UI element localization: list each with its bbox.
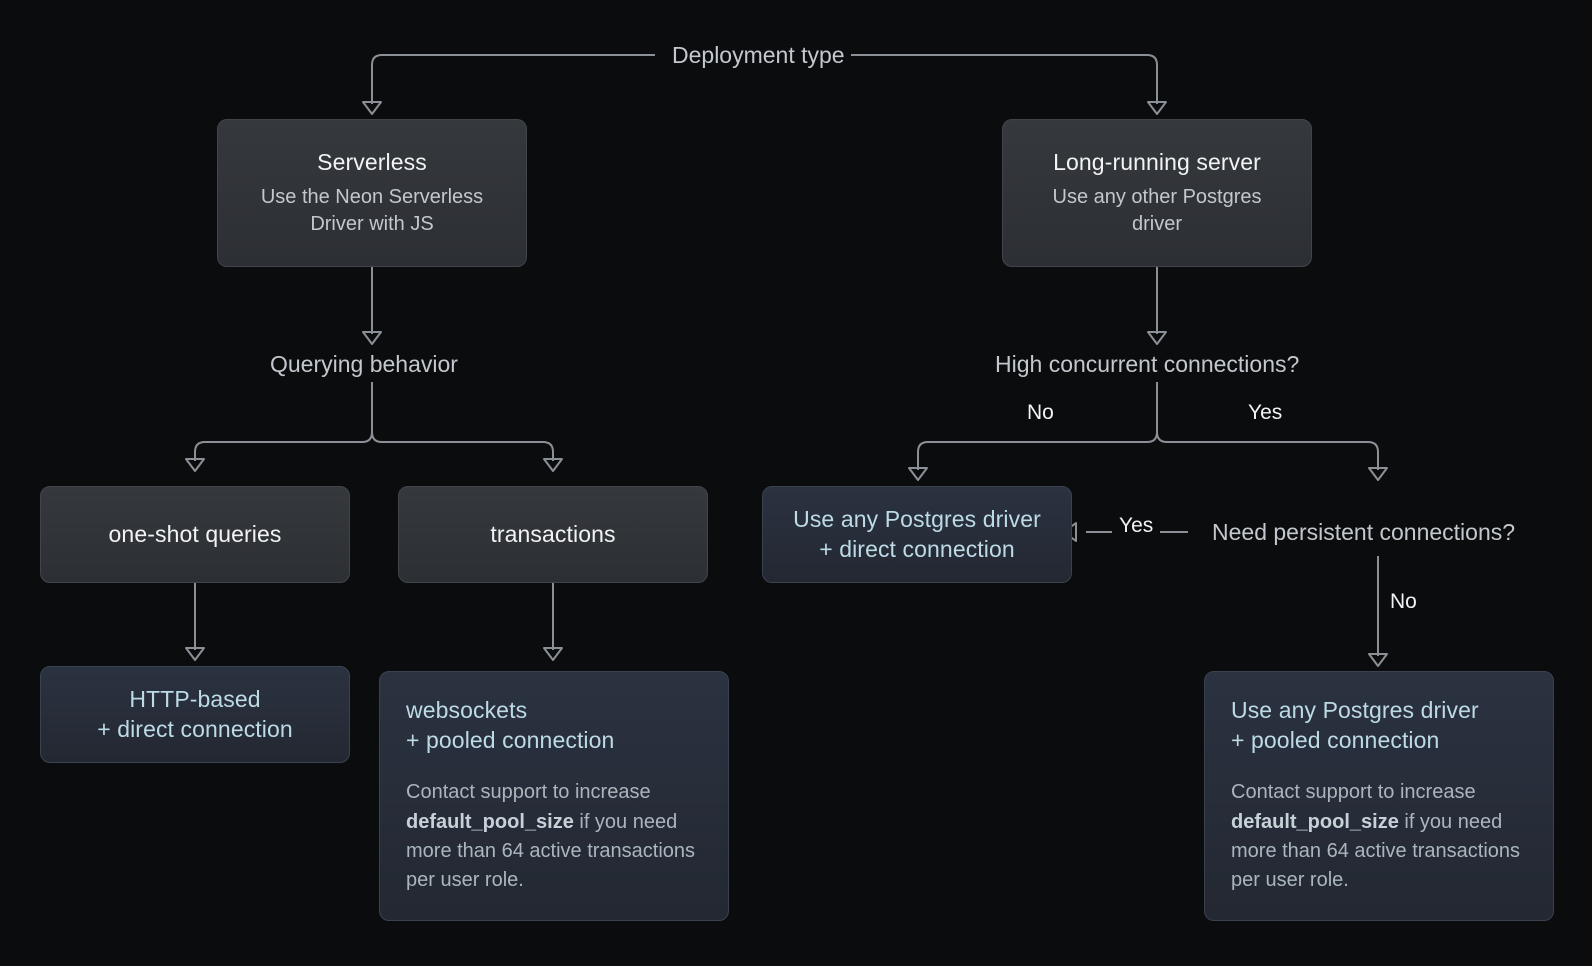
node-postgres-driver-direct-connection[interactable]: Use any Postgres driver + direct connect… xyxy=(762,486,1072,583)
node-one-shot-title: one-shot queries xyxy=(108,520,282,547)
node-http-based-direct-connection[interactable]: HTTP-based + direct connection xyxy=(40,666,350,763)
node-driver-direct-line1: Use any Postgres driver xyxy=(793,505,1041,532)
node-long-running-server[interactable]: Long-running server Use any other Postgr… xyxy=(1002,119,1312,267)
arrowhead-concurrent-no xyxy=(908,467,928,481)
arrowhead-concurrent-yes xyxy=(1368,467,1388,481)
edge-label-persistent-no: No xyxy=(1390,590,1417,613)
edge-querying-to-transactions xyxy=(371,431,554,461)
node-websockets-line2: + pooled connection xyxy=(406,727,615,754)
node-driver-pooled-note-before: Contact support to increase xyxy=(1231,781,1476,804)
node-websockets-note-before: Contact support to increase xyxy=(406,781,651,804)
node-serverless-title: Serverless xyxy=(317,149,427,176)
arrowhead-websockets xyxy=(543,647,563,661)
node-serverless-subtitle: Use the Neon Serverless Driver with JS xyxy=(260,185,484,235)
decision-querying-behavior: Querying behavior xyxy=(270,351,458,377)
node-one-shot-queries[interactable]: one-shot queries xyxy=(40,486,350,583)
decision-need-persistent-connections: Need persistent connections? xyxy=(1212,519,1516,545)
node-postgres-driver-pooled-connection[interactable]: Use any Postgres driver + pooled connect… xyxy=(1204,671,1554,921)
edge-concurrent-no xyxy=(917,382,1158,470)
node-long-running-title: Long-running server xyxy=(1053,149,1261,176)
node-driver-pooled-line1: Use any Postgres driver xyxy=(1231,697,1479,724)
arrowhead-http xyxy=(185,647,205,661)
arrowhead-longrunning xyxy=(1147,101,1167,115)
node-http-line2: + direct connection xyxy=(97,715,293,742)
node-transactions-title: transactions xyxy=(490,520,616,547)
node-websockets-line1: websockets xyxy=(406,697,528,724)
root-label-backplate xyxy=(655,38,851,72)
node-driver-pooled-line2: + pooled connection xyxy=(1231,727,1440,754)
arrowhead-serverless xyxy=(362,101,382,115)
edge-root-to-longrunning xyxy=(846,54,1158,104)
decision-deployment-type: Deployment type xyxy=(672,42,845,68)
node-websockets-note: Contact support to increase default_pool… xyxy=(406,778,702,896)
edge-concurrent-yes xyxy=(1156,431,1379,470)
edge-root-to-serverless xyxy=(371,54,660,104)
edge-label-persistent-yes: Yes xyxy=(1119,514,1154,537)
node-websockets-note-after: if you need more than 64 active transact… xyxy=(406,810,696,892)
arrowhead-oneshot xyxy=(185,458,205,472)
arrowhead-querying xyxy=(362,331,382,345)
arrowhead-persistent-no xyxy=(1368,653,1388,667)
node-websockets-pooled-connection[interactable]: websockets + pooled connection Contact s… xyxy=(379,671,729,921)
edge-querying-to-oneshot xyxy=(194,382,373,461)
edge-label-concurrent-no: No xyxy=(1027,401,1054,424)
node-http-line1: HTTP-based xyxy=(129,685,261,712)
node-driver-direct-line2: + direct connection xyxy=(819,535,1015,562)
arrowhead-concurrent xyxy=(1147,331,1167,345)
node-long-running-subtitle: Use any other Postgres driver xyxy=(1052,185,1262,235)
node-driver-pooled-note-code: default_pool_size xyxy=(1231,810,1399,833)
node-driver-pooled-note: Contact support to increase default_pool… xyxy=(1231,778,1527,896)
persistent-yes-backplate xyxy=(1112,512,1160,538)
node-serverless[interactable]: Serverless Use the Neon Serverless Drive… xyxy=(217,119,527,267)
node-transactions[interactable]: transactions xyxy=(398,486,708,583)
node-driver-pooled-note-after: if you need more than 64 active transact… xyxy=(1231,810,1521,892)
edge-label-concurrent-yes: Yes xyxy=(1248,401,1283,424)
node-websockets-note-code: default_pool_size xyxy=(406,810,574,833)
decision-high-concurrent-connections: High concurrent connections? xyxy=(995,351,1300,377)
arrowhead-transactions xyxy=(543,458,563,472)
